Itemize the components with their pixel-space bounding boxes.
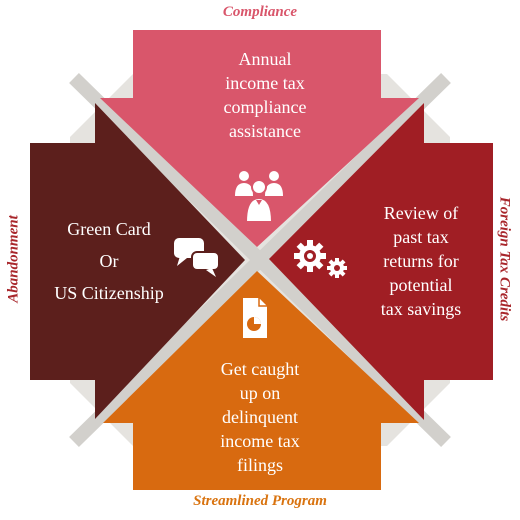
quadrant-left-line: US Citizenship [54,283,164,303]
quadrant-top [100,30,419,247]
quadrant-bottom-line: up on [239,383,281,403]
label-foreign-tax-credits: Foreign Tax Credits [496,196,513,322]
chat-bubbles-icon [174,238,220,277]
quadrant-bottom [103,271,419,490]
quadrant-right-text: Review of past tax returns for potential… [352,201,490,321]
quadrant-right-line: Review of [383,203,459,223]
label-compliance: Compliance [222,4,298,20]
quadrant-bottom-line: filings [236,455,283,475]
quadrant-bottom-line: income tax [220,431,300,451]
quadrant-left-text: Green Card Or US Citizenship [20,213,198,309]
people-group-icon [235,171,283,223]
quadrant-right [269,103,493,420]
quadrant-top-text: Annual income tax compliance assistance [190,47,340,143]
quadrant-right-line: returns for [383,251,459,271]
divider-lines [69,72,451,448]
quadrant-bottom-line: delinquent [222,407,298,427]
quadrant-top-line: Annual [238,49,292,69]
quadrant-left [30,103,245,419]
quadrant-bottom-line: Get caught [220,359,300,379]
quadrant-right-line: tax savings [380,299,462,319]
quadrant-left-line: Or [99,251,119,271]
label-streamlined-program: Streamlined Program [193,493,327,509]
quadrant-left-line: Green Card [67,219,151,239]
quadrant-right-line: past tax [393,227,449,247]
document-chart-icon [243,298,267,338]
quadrant-top-line: income tax [225,73,305,93]
quadrant-top-line: compliance [223,97,307,117]
quadrant-right-line: potential [389,275,453,295]
quadrant-top-line: assistance [229,121,301,141]
quadrant-bottom-text: Get caught up on delinquent income tax f… [180,357,340,477]
